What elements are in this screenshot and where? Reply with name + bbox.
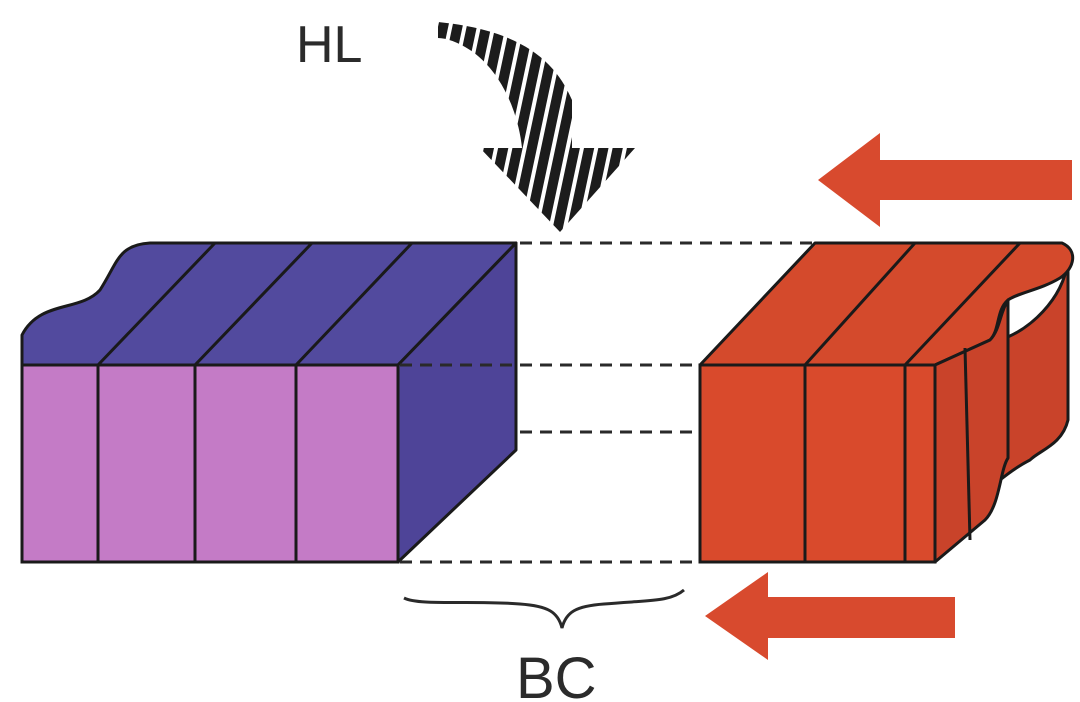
right-block-end (998, 260, 1070, 482)
left-block-front (20, 363, 400, 564)
hl-curved-arrow (438, 22, 635, 232)
dashed-guides (400, 241, 815, 564)
bc-label: BC (516, 646, 597, 702)
left-block-dividers (96, 241, 414, 562)
lower-left-arrow (705, 572, 955, 660)
bc-brace (403, 588, 685, 629)
right-block-side (933, 298, 1010, 564)
hl-label: HL (296, 16, 362, 74)
left-block-top (20, 241, 518, 367)
right-block-front (698, 363, 937, 564)
right-block (698, 241, 1075, 564)
left-block (20, 241, 518, 564)
upper-left-arrow (818, 133, 1072, 227)
right-block-dividers (803, 241, 1022, 562)
